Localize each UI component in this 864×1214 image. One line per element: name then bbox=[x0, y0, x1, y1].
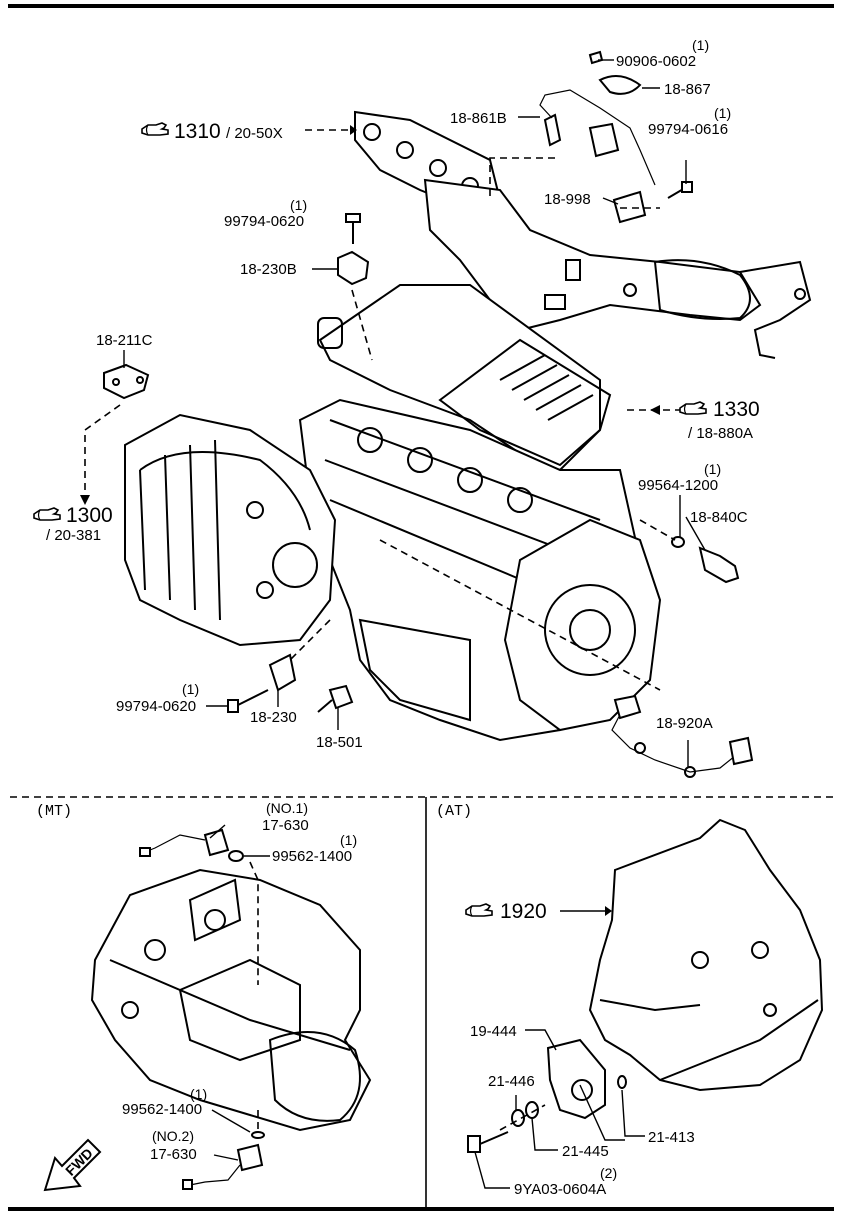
ref-1920: 1920 bbox=[500, 900, 547, 923]
label-17-630-no2-qty: (NO.2) bbox=[152, 1128, 194, 1144]
label-99794-0620-top-qty: (1) bbox=[290, 197, 307, 213]
hand-pointer-icon bbox=[679, 401, 707, 415]
ref-1330: 1330 bbox=[713, 398, 760, 421]
label-17-630-no2: 17-630 bbox=[150, 1146, 197, 1163]
label-21-413: 21-413 bbox=[648, 1129, 695, 1146]
label-17-630-no1-qty: (NO.1) bbox=[266, 800, 308, 816]
ref-1330-sub: / 18-880A bbox=[688, 425, 753, 442]
label-90906-0602-qty: (1) bbox=[692, 37, 709, 53]
label-18-840C: 18-840C bbox=[690, 509, 748, 526]
label-9YA03-0604A-qty: (2) bbox=[600, 1165, 617, 1181]
at-transmission-illustration bbox=[467, 818, 824, 1153]
hand-pointer-icon bbox=[465, 903, 493, 917]
label-18-861B: 18-861B bbox=[450, 110, 507, 127]
label-21-446: 21-446 bbox=[488, 1073, 535, 1090]
mt-transmission-illustration bbox=[43, 828, 372, 1192]
mt-section-title: (MT) bbox=[36, 803, 72, 820]
label-99562-1400-top: 99562-1400 bbox=[272, 848, 352, 865]
ref-1300-sub: / 20-381 bbox=[46, 527, 101, 544]
label-99794-0620-top: 99794-0620 bbox=[224, 213, 304, 230]
ref-1310-sub: / 20-50X bbox=[226, 125, 283, 142]
label-18-867: 18-867 bbox=[664, 81, 711, 98]
label-99564-1200-qty: (1) bbox=[704, 461, 721, 477]
label-90906-0602: 90906-0602 bbox=[616, 53, 696, 70]
label-99794-0616-qty: (1) bbox=[714, 105, 731, 121]
hand-pointer-icon bbox=[33, 507, 61, 521]
label-99794-0620-bottom-qty: (1) bbox=[182, 681, 199, 697]
label-18-230B: 18-230B bbox=[240, 261, 297, 278]
hand-pointer-icon bbox=[141, 122, 169, 136]
label-99794-0620-bottom: 99794-0620 bbox=[116, 698, 196, 715]
label-9YA03-0604A: 9YA03-0604A bbox=[514, 1181, 606, 1198]
ref-1310: 1310 bbox=[174, 120, 221, 143]
at-section-title: (AT) bbox=[436, 803, 472, 820]
label-18-211C: 18-211C bbox=[96, 332, 153, 349]
label-18-230: 18-230 bbox=[250, 709, 297, 726]
label-19-444: 19-444 bbox=[470, 1023, 517, 1040]
label-99562-1400-bottom: 99562-1400 bbox=[122, 1101, 202, 1118]
label-17-630-no1: 17-630 bbox=[262, 817, 309, 834]
label-18-501: 18-501 bbox=[316, 734, 363, 751]
label-18-998: 18-998 bbox=[544, 191, 591, 208]
label-21-445: 21-445 bbox=[562, 1143, 609, 1160]
ref-1300: 1300 bbox=[66, 504, 113, 527]
label-99564-1200: 99564-1200 bbox=[638, 477, 718, 494]
label-99562-1400-bottom-qty: (1) bbox=[190, 1086, 207, 1102]
label-99562-1400-top-qty: (1) bbox=[340, 832, 357, 848]
leader-lines bbox=[80, 59, 706, 1189]
engine-illustration bbox=[84, 50, 812, 778]
label-99794-0616: 99794-0616 bbox=[648, 121, 728, 138]
label-18-920A: 18-920A bbox=[656, 715, 713, 732]
